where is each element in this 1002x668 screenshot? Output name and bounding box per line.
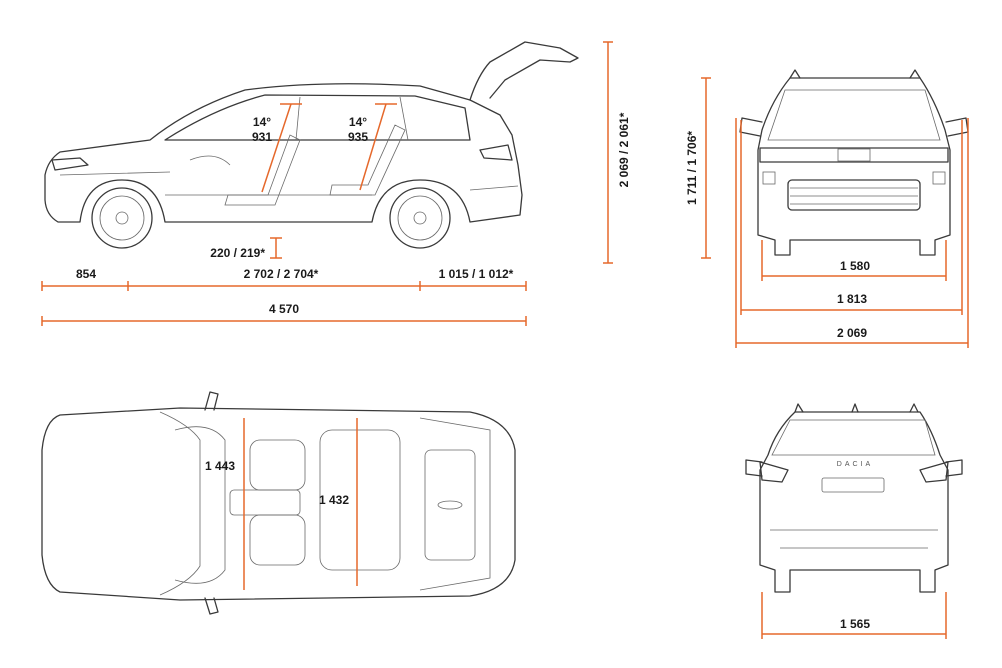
tailgate-height-dimension [603, 41, 613, 264]
front-headroom-label: 931 [252, 130, 272, 144]
width-with-mirrors-dimension [735, 118, 969, 348]
overall-length-dimension [41, 316, 527, 326]
headroom-lines [261, 103, 397, 193]
front-view-car [739, 69, 969, 256]
rear-track-dimension [761, 592, 947, 639]
rear-seat-angle-label: 14° [349, 115, 367, 129]
rear-headroom-label: 935 [348, 130, 368, 144]
elbow-width-lines [243, 418, 358, 590]
rear-badge-text: DACIA [837, 461, 873, 468]
height-label: 1 711 / 1 706* [685, 131, 699, 205]
side-view-car [44, 41, 579, 249]
ground-clearance-label: 220 / 219* [210, 246, 265, 260]
front-seat-angle-label: 14° [253, 115, 271, 129]
length-segments-dimension [41, 281, 527, 291]
tailgate-height-label: 2 069 / 2 061* [617, 112, 631, 187]
rear-view-car [745, 403, 963, 593]
front-track-label: 1 580 [840, 259, 870, 273]
ground-clearance-dimension [270, 237, 282, 259]
width-no-mirrors-label: 1 813 [837, 292, 867, 306]
width-no-mirrors-dimension [740, 120, 963, 315]
rear-track-label: 1 565 [840, 617, 870, 631]
rear-elbow-width-label: 1 432 [319, 493, 349, 507]
height-dimension [701, 77, 711, 259]
front-elbow-width-label: 1 443 [205, 459, 235, 473]
front-track-dimension [761, 240, 947, 281]
front-overhang-label: 854 [76, 267, 96, 281]
width-with-mirrors-label: 2 069 [837, 326, 867, 340]
rear-overhang-label: 1 015 / 1 012* [439, 267, 514, 281]
wheelbase-label: 2 702 / 2 704* [244, 267, 319, 281]
overall-length-label: 4 570 [269, 302, 299, 316]
top-view-car [41, 391, 516, 615]
